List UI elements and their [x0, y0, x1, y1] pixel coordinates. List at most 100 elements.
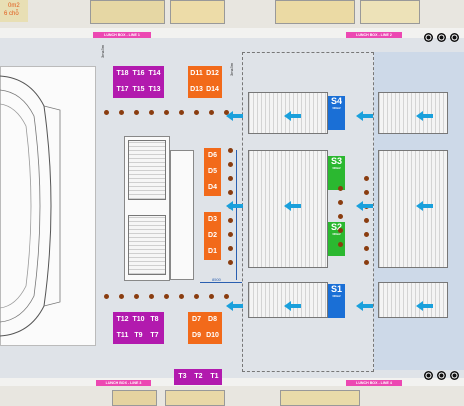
booth-t11: T11: [116, 332, 129, 339]
corner-room: [0, 0, 28, 22]
lunch-box-line-4: LUNCH BOX - LINE 4: [346, 380, 402, 386]
queue-dot: [209, 294, 214, 299]
queue-dot: [149, 294, 154, 299]
booth-d14: D14: [206, 86, 219, 93]
booth-t12: T12: [116, 316, 129, 323]
booth-d4: D4: [208, 184, 217, 191]
queue-dot: [228, 148, 233, 153]
stage-s4-sub: 000m2: [332, 107, 341, 110]
fan-icon: [424, 371, 433, 380]
stage-s4-label: S4: [330, 96, 342, 106]
fan-icon: [424, 33, 433, 42]
corner-seat-label: 6 chỗ: [4, 11, 19, 17]
booth-t3: T3: [178, 373, 187, 380]
booth-d10: D10: [206, 332, 219, 339]
top-room-2: [170, 0, 225, 24]
queue-dot: [364, 232, 369, 237]
stage-s2-label: S2: [330, 222, 342, 232]
booth-group-d7-d10: [188, 312, 222, 344]
queue-dot: [104, 110, 109, 115]
queue-dot: [164, 110, 169, 115]
queue-dot: [224, 294, 229, 299]
queue-dot: [134, 294, 139, 299]
direction-arrow-icon: [226, 301, 243, 311]
booth-d2: D2: [208, 232, 217, 239]
central-seating-bottom: [128, 215, 166, 275]
stage-s1-label: S1: [330, 284, 342, 294]
booth-group-d11-d14: [188, 66, 222, 98]
queue-dot: [179, 110, 184, 115]
booth-d1: D1: [208, 248, 217, 255]
stage-s1-sub: 000m2: [332, 295, 341, 298]
direction-arrow-icon: [226, 201, 243, 211]
queue-dot: [228, 176, 233, 181]
fan-icon: [450, 371, 459, 380]
booth-t9: T9: [134, 332, 143, 339]
booth-t14: T14: [148, 70, 161, 77]
corner-area-label: 0m2: [8, 3, 20, 9]
seating-block-b1: [378, 92, 448, 134]
direction-arrow-icon: [284, 301, 301, 311]
seating-block-b2: [378, 150, 448, 268]
queue-dot: [228, 260, 233, 265]
queue-dot: [338, 214, 343, 219]
lunch-box-line-3: LUNCH BOX - LINE 3: [96, 380, 151, 386]
booth-d11: D11: [190, 70, 203, 77]
queue-dot: [224, 110, 229, 115]
dashed-hall-boundary: [242, 52, 374, 372]
booth-t10: T10: [132, 316, 145, 323]
direction-arrow-icon: [356, 111, 373, 121]
top-room-1: [90, 0, 165, 24]
booth-t1: T1: [210, 373, 219, 380]
stage-s3-sub: 000m2: [332, 167, 341, 170]
booth-group-t13-t18: [113, 66, 164, 98]
queue-dot: [338, 228, 343, 233]
queue-dot: [194, 110, 199, 115]
queue-dot: [364, 190, 369, 195]
booth-group-t1-t3: [174, 369, 222, 385]
direction-arrow-icon: [356, 201, 373, 211]
booth-d12: D12: [206, 70, 219, 77]
booth-d3: D3: [208, 216, 217, 223]
queue-dot: [228, 232, 233, 237]
seating-block-a2: [248, 150, 328, 268]
queue-dot: [228, 162, 233, 167]
queue-dot: [228, 218, 233, 223]
queue-dot: [119, 294, 124, 299]
direction-arrow-icon: [284, 111, 301, 121]
booth-d5: D5: [208, 168, 217, 175]
queue-dot: [194, 294, 199, 299]
fan-icon: [437, 33, 446, 42]
booth-d9: D9: [192, 332, 201, 339]
seating-block-b3: [378, 282, 448, 318]
queue-dot: [179, 294, 184, 299]
stage-walkway: [170, 150, 194, 280]
queue-dot: [364, 218, 369, 223]
dimension-line: [236, 150, 237, 280]
top-room-4: [360, 0, 420, 24]
fan-icon: [437, 371, 446, 380]
stage-s3-label: S3: [330, 156, 342, 166]
booth-t18: T18: [116, 70, 129, 77]
queue-dot: [338, 186, 343, 191]
queue-dot: [338, 242, 343, 247]
top-room-3: [275, 0, 355, 24]
queue-dot: [338, 200, 343, 205]
queue-dot: [364, 246, 369, 251]
fan-icon: [450, 33, 459, 42]
booth-group-d4-d6: [204, 148, 221, 196]
booth-t8: T8: [150, 316, 159, 323]
booth-t13: T13: [148, 86, 161, 93]
dimension-label: 8500: [212, 277, 221, 282]
booth-group-t7-t12: [113, 312, 164, 344]
booth-d7: D7: [192, 316, 201, 323]
booth-d13: D13: [190, 86, 203, 93]
direction-arrow-icon: [416, 201, 433, 211]
queue-dot: [364, 176, 369, 181]
booth-d8: D8: [208, 316, 217, 323]
booth-t16: T16: [132, 70, 145, 77]
